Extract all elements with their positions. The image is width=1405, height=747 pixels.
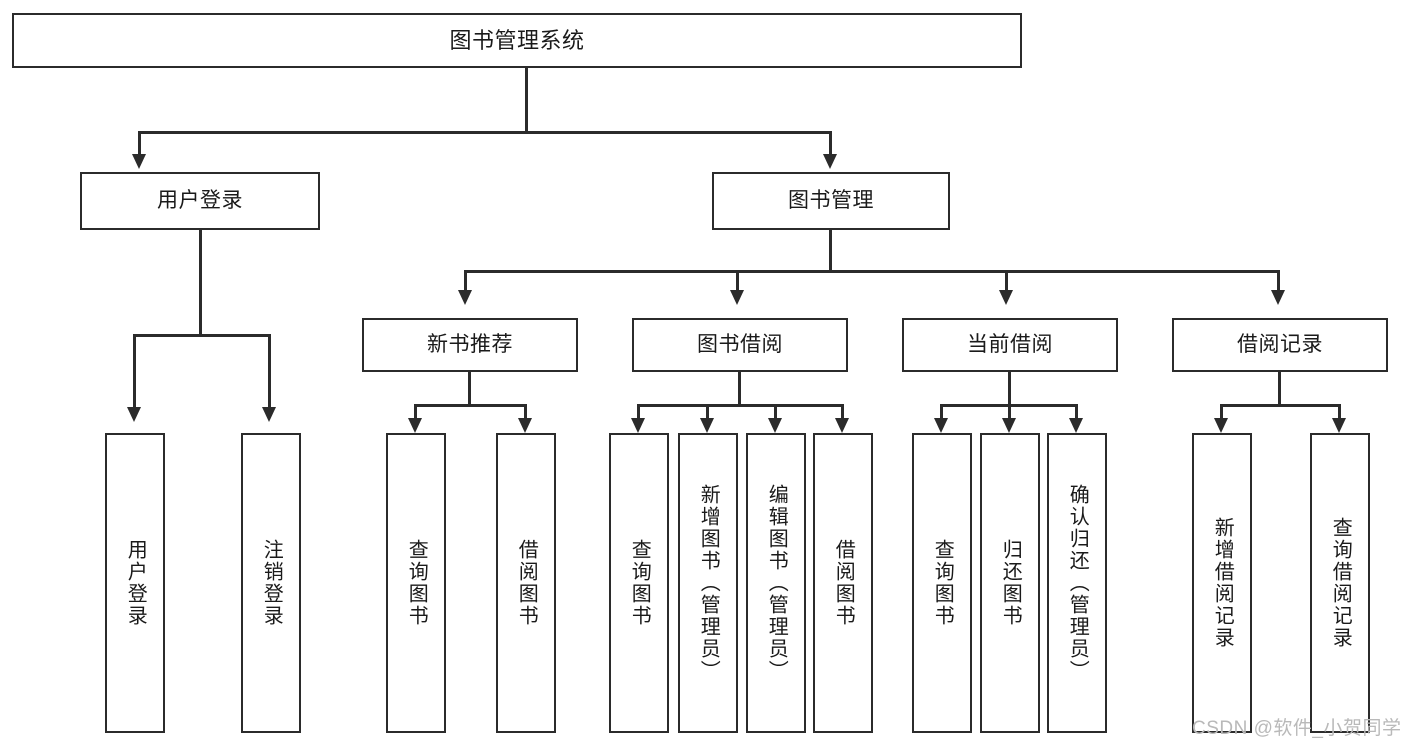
leaf-return-book[interactable]: 归还图书 (980, 433, 1040, 733)
node-label: 查询图书 (628, 539, 651, 627)
edge-user-login-drop-2 (268, 334, 271, 409)
edge-new-book-drop-1 (414, 404, 417, 420)
node-label: 新书推荐 (427, 332, 513, 356)
node-label: 查询图书 (931, 539, 954, 627)
arrowhead-leaf-query-book-1 (408, 418, 422, 433)
arrowhead-book-borrow (730, 290, 744, 305)
arrowhead-borrow-record (1271, 290, 1285, 305)
edge-book-manage-drop-3 (1005, 270, 1008, 292)
arrowhead-leaf-query-record (1332, 418, 1346, 433)
arrowhead-leaf-borrow-book-1 (518, 418, 532, 433)
node-new-book-recommend[interactable]: 新书推荐 (362, 318, 578, 372)
node-label: 用户登录 (124, 539, 147, 627)
arrowhead-leaf-edit-book (768, 418, 782, 433)
edge-new-book-stem (468, 372, 471, 406)
leaf-borrow-book-1[interactable]: 借阅图书 (496, 433, 556, 733)
arrowhead-leaf-confirm-return (1069, 418, 1083, 433)
leaf-query-book-3[interactable]: 查询图书 (912, 433, 972, 733)
leaf-edit-book[interactable]: 编辑图书（管理员） (746, 433, 806, 733)
edge-borrow-record-drop-1 (1220, 404, 1223, 420)
node-label: 借阅记录 (1237, 332, 1323, 356)
arrowhead-leaf-add-book (700, 418, 714, 433)
leaf-query-record[interactable]: 查询借阅记录 (1310, 433, 1370, 733)
edge-new-book-drop-2 (524, 404, 527, 420)
node-label: 借阅图书 (832, 539, 855, 627)
edge-borrow-record-drop-2 (1338, 404, 1341, 420)
edge-current-borrow-drop-3 (1075, 404, 1078, 420)
edge-book-borrow-stem (738, 372, 741, 406)
node-label: 新增图书（管理员） (697, 484, 720, 682)
node-user-login[interactable]: 用户登录 (80, 172, 320, 230)
edge-book-borrow-drop-3 (774, 404, 777, 420)
leaf-add-record[interactable]: 新增借阅记录 (1192, 433, 1252, 733)
edge-book-manage-drop-1 (464, 270, 467, 292)
node-label: 编辑图书（管理员） (765, 484, 788, 682)
arrowhead-book-manage (823, 154, 837, 169)
edge-book-manage-split-bar (464, 270, 1280, 273)
edge-book-borrow-drop-2 (706, 404, 709, 420)
leaf-confirm-return[interactable]: 确认归还（管理员） (1047, 433, 1107, 733)
edge-root-split-bar (138, 131, 832, 134)
arrowhead-leaf-borrow-book-2 (835, 418, 849, 433)
node-label: 图书管理系统 (449, 27, 585, 53)
arrowhead-new-book-recommend (458, 290, 472, 305)
edge-book-borrow-drop-1 (637, 404, 640, 420)
edge-current-borrow-stem (1008, 372, 1011, 406)
leaf-add-book[interactable]: 新增图书（管理员） (678, 433, 738, 733)
csdn-watermark: CSDN @软件_小贺同学 (1192, 718, 1402, 739)
node-book-management[interactable]: 图书管理 (712, 172, 950, 230)
edge-book-manage-stem (829, 230, 832, 272)
node-borrow-record[interactable]: 借阅记录 (1172, 318, 1388, 372)
arrowhead-leaf-add-record (1214, 418, 1228, 433)
arrowhead-leaf-user-login (127, 407, 141, 422)
edge-user-login-split-bar (133, 334, 271, 337)
edge-book-manage-drop-2 (736, 270, 739, 292)
edge-root-stem (525, 68, 528, 133)
edge-borrow-record-stem (1278, 372, 1281, 406)
node-label: 注销登录 (260, 539, 283, 627)
edge-book-borrow-drop-4 (841, 404, 844, 420)
edge-root-to-user-login (138, 131, 141, 156)
edge-book-manage-drop-4 (1277, 270, 1280, 292)
edge-new-book-split-bar (414, 404, 527, 407)
leaf-query-book-2[interactable]: 查询图书 (609, 433, 669, 733)
edge-current-borrow-drop-1 (940, 404, 943, 420)
node-label: 当前借阅 (967, 332, 1053, 356)
node-label: 确认归还（管理员） (1066, 484, 1089, 682)
leaf-user-login[interactable]: 用户登录 (105, 433, 165, 733)
node-label: 查询图书 (405, 539, 428, 627)
leaf-borrow-book-2[interactable]: 借阅图书 (813, 433, 873, 733)
leaf-user-logout[interactable]: 注销登录 (241, 433, 301, 733)
edge-book-borrow-split-bar (637, 404, 844, 407)
node-label: 借阅图书 (515, 539, 538, 627)
edge-user-login-stem (199, 230, 202, 336)
node-label: 查询借阅记录 (1329, 517, 1352, 649)
arrowhead-leaf-user-logout (262, 407, 276, 422)
node-label: 图书管理 (788, 188, 874, 212)
arrowhead-current-borrow (999, 290, 1013, 305)
arrowhead-leaf-query-book-2 (631, 418, 645, 433)
node-label: 图书借阅 (697, 332, 783, 356)
edge-borrow-record-split-bar (1220, 404, 1341, 407)
arrowhead-user-login (132, 154, 146, 169)
node-label: 用户登录 (157, 188, 243, 212)
leaf-query-book-1[interactable]: 查询图书 (386, 433, 446, 733)
node-current-borrow[interactable]: 当前借阅 (902, 318, 1118, 372)
edge-current-borrow-drop-2 (1008, 404, 1011, 420)
node-book-borrow[interactable]: 图书借阅 (632, 318, 848, 372)
node-label: 归还图书 (999, 539, 1022, 627)
edge-root-to-book-manage (829, 131, 832, 156)
edge-user-login-drop-1 (133, 334, 136, 409)
arrowhead-leaf-query-book-3 (934, 418, 948, 433)
arrowhead-leaf-return-book (1002, 418, 1016, 433)
node-root-book-management-system[interactable]: 图书管理系统 (12, 13, 1022, 68)
node-label: 新增借阅记录 (1211, 517, 1234, 649)
